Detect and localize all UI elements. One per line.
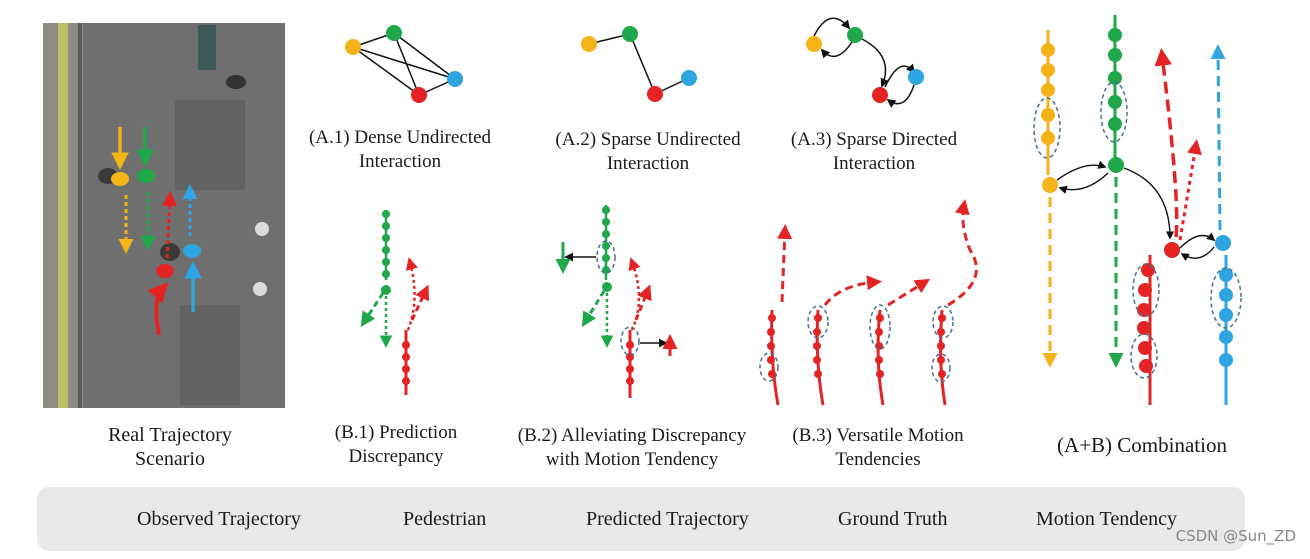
caption-combination: (A+B) Combination	[1030, 433, 1254, 457]
legend-box	[37, 487, 1245, 551]
diagram-a2-sparse-undirected	[581, 26, 697, 102]
diagram-b1-prediction-discrepancy	[360, 210, 429, 395]
scenario-photo	[43, 23, 285, 408]
diagram-a1-dense-undirected	[345, 25, 463, 103]
caption-line: Interaction	[832, 153, 916, 174]
caption-line: Real Trajectory	[108, 424, 232, 446]
diagram-b2-alleviating-discrepancy	[555, 205, 678, 398]
legend-observed-label: Observed Trajectory	[137, 508, 301, 530]
caption-a1: (A.1) Dense Undirected Interaction	[290, 126, 510, 174]
legend-predicted-label: Predicted Trajectory	[586, 508, 749, 530]
caption-line: (A.3) Sparse Directed	[790, 129, 958, 150]
caption-line: Discrepancy	[348, 446, 444, 467]
caption-a3: (A.3) Sparse Directed Interaction	[774, 128, 974, 176]
caption-line: Scenario	[135, 448, 205, 470]
diagram-a3-sparse-directed	[806, 17, 924, 108]
caption-line: Tendencies	[835, 449, 921, 470]
caption-line: Interaction	[358, 151, 442, 172]
caption-line: with Motion Tendency	[545, 449, 719, 470]
caption-line: (B.3) Versatile Motion	[792, 425, 964, 446]
diagram-combination	[1033, 15, 1242, 405]
caption-b1: (B.1) Prediction Discrepancy	[316, 421, 476, 469]
caption-b3: (B.3) Versatile Motion Tendencies	[772, 424, 984, 472]
watermark: CSDN @Sun_ZD	[1175, 527, 1296, 545]
caption-line: (B.1) Prediction	[334, 422, 458, 443]
caption-line: (A+B) Combination	[1057, 433, 1227, 457]
caption-b2: (B.2) Alleviating Discrepancy with Motio…	[497, 424, 767, 472]
caption-real-scenario: Real Trajectory Scenario	[80, 423, 260, 471]
caption-line: (A.1) Dense Undirected	[308, 127, 491, 148]
caption-line: (B.2) Alleviating Discrepancy	[517, 425, 747, 446]
legend-pedestrian-label: Pedestrian	[403, 508, 487, 530]
caption-line: (A.2) Sparse Undirected	[555, 129, 741, 150]
legend-ground-truth-label: Ground Truth	[838, 508, 948, 530]
caption-a2: (A.2) Sparse Undirected Interaction	[536, 128, 760, 176]
caption-line: Interaction	[606, 153, 690, 174]
diagram-b3-versatile-tendencies	[759, 199, 978, 406]
legend-motion-tendency-label: Motion Tendency	[1036, 508, 1177, 530]
